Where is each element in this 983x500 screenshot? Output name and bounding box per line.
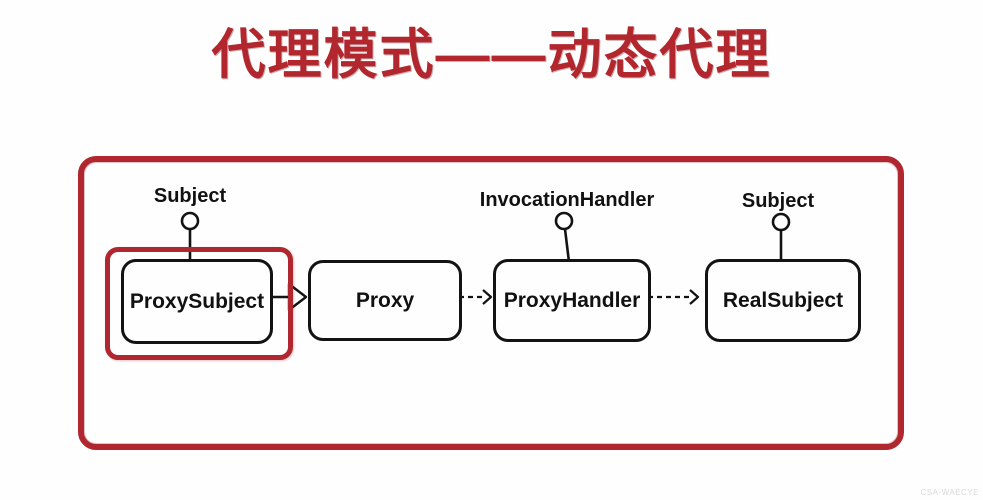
class-box-proxysubject-label: ProxySubject <box>129 289 265 313</box>
interface-label-invocationhandler: InvocationHandler <box>479 189 655 211</box>
class-box-proxysubject: ProxySubject <box>121 259 273 344</box>
class-box-realsubject: RealSubject <box>705 259 861 342</box>
page-title: 代理模式——动态代理 <box>211 25 772 85</box>
class-box-proxy-label: Proxy <box>355 288 415 312</box>
class-box-proxy: Proxy <box>308 260 462 341</box>
diagram-frame <box>78 156 904 450</box>
class-box-proxyhandler-label: ProxyHandler <box>503 288 641 312</box>
interface-label-subject-right: Subject <box>741 190 815 212</box>
watermark: CSA-WAECYE <box>920 488 979 497</box>
class-box-proxyhandler: ProxyHandler <box>493 259 651 342</box>
proxysubject-highlight-outline <box>105 247 293 360</box>
class-box-realsubject-label: RealSubject <box>722 288 844 312</box>
interface-label-subject-left: Subject <box>153 185 227 207</box>
